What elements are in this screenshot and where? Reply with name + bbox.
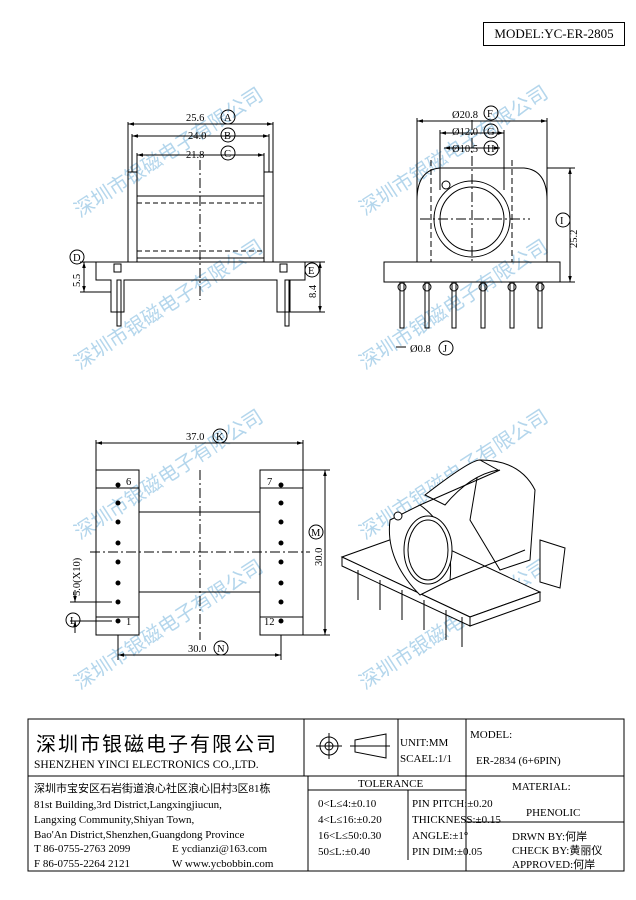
company-name-cn: 深圳市银磁电子有限公司	[36, 733, 278, 756]
address-en-3: Bao'An District,Shenzhen,Guangdong Provi…	[34, 829, 244, 841]
tolerance-2: 4<L≤16:±0.20	[318, 814, 382, 826]
dim-f-tag: F	[487, 109, 493, 120]
contact-email: E ycdianzi@163.com	[172, 843, 267, 855]
address-cn: 深圳市宝安区石岩街道浪心社区浪心旧村3区81栋	[34, 781, 271, 795]
dim-f-value: Ø20.8	[452, 110, 478, 121]
dim-d-tag: D	[73, 253, 81, 264]
dim-a-tag: A	[224, 113, 232, 124]
dim-l-tag: L	[70, 616, 76, 627]
address-en-2: Langxing Community,Shiyan Town,	[34, 814, 195, 826]
tolerance-3: 16<L≤50:0.30	[318, 830, 382, 842]
bottom-pins-left	[115, 482, 121, 624]
pin-1-label: 1	[126, 617, 131, 628]
model-field-label: MODEL:	[470, 729, 512, 741]
tolerance-title: TOLERANCE	[358, 778, 423, 790]
address-en-1: 81st Building,3rd District,Langxingjiucu…	[34, 799, 222, 811]
dim-m-tag: M	[311, 528, 321, 539]
front-view	[383, 118, 575, 348]
dim-n-value: 30.0	[188, 644, 206, 655]
dim-k-tag: K	[216, 432, 224, 443]
dim-d-value: 5.5	[72, 274, 83, 287]
material-value: PHENOLIC	[526, 807, 580, 819]
dim-n-tag: N	[217, 644, 225, 655]
contact-fax: F 86-0755-2264 2121	[34, 858, 130, 870]
dim-b-tag: B	[224, 131, 231, 142]
dim-e-tag: E	[308, 266, 314, 277]
side-view	[80, 122, 325, 327]
watermark-3: 深圳市银磁电子有限公司	[70, 235, 267, 374]
tolerance-4: 50≤L:±0.40	[318, 846, 371, 858]
pin-spec-1: PIN PITCH:±0.20	[412, 798, 493, 810]
pin-spec-3: ANGLE:±1°	[412, 830, 468, 842]
dim-i-tag: I	[560, 216, 564, 227]
dim-a-value: 25.6	[186, 113, 204, 124]
drawn-by: DRWN BY:何岸	[512, 830, 587, 843]
dim-g-tag: G	[487, 127, 495, 138]
dim-h-tag: H	[487, 144, 495, 155]
contact-web: W www.ycbobbin.com	[172, 858, 274, 870]
dim-i-value: 25.2	[569, 230, 580, 248]
material-label: MATERIAL:	[512, 781, 571, 793]
dim-e-value: 8.4	[308, 284, 319, 298]
bottom-pins-right	[278, 482, 284, 624]
watermark-7: 深圳市银磁电子有限公司	[70, 555, 267, 694]
dim-l-value: 5.0(X10)	[72, 557, 83, 596]
iso-pins	[357, 570, 463, 647]
model-label: MODEL:YC-ER-2805	[483, 22, 625, 46]
dim-b-value: 24.0	[188, 131, 206, 142]
dim-k-value: 37.0	[186, 432, 204, 443]
dim-j-tag: J	[443, 344, 447, 355]
isometric-view	[340, 459, 566, 647]
bottom-view	[70, 440, 330, 660]
unit-label: UNIT:MM	[400, 737, 449, 749]
approved-by: APPROVED:何岸	[512, 858, 595, 871]
title-block-text: 深圳市银磁电子有限公司 SHENZHEN YINCI ELECTRONICS C…	[34, 729, 602, 871]
dim-h-value: Ø10.5	[452, 144, 478, 155]
pin-12-label: 12	[264, 617, 275, 628]
watermark-1: 深圳市银磁电子有限公司	[70, 83, 267, 222]
side-view-labels: 25.6 A 24.0 B 21.8 C D 5.5 E 8.4	[69, 109, 320, 298]
company-name-en: SHENZHEN YINCI ELECTRONICS CO.,LTD.	[34, 759, 259, 771]
scale-label: SCAEL:1/1	[400, 753, 452, 765]
front-view-labels: Ø20.8 F Ø12.0 G Ø10.5 H I 25.2 Ø0.8 J	[410, 105, 580, 356]
dim-m-value: 30.0	[314, 548, 325, 566]
model-field-value: ER-2834 (6+6PIN)	[476, 755, 561, 767]
pin-7-label: 7	[267, 477, 272, 488]
pin-spec-2: THICKNESS:±0.15	[412, 814, 501, 826]
bottom-view-labels: 37.0 K M 30.0 30.0 N L 5.0(X10) 6 7 1 12	[65, 428, 325, 656]
watermark-4: 深圳市银磁电子有限公司	[355, 235, 552, 374]
contact-tel: T 86-0755-2763 2099	[34, 843, 131, 855]
pin-spec-4: PIN DIM:±0.05	[412, 846, 483, 858]
dim-c-tag: C	[224, 149, 231, 160]
dim-c-value: 21.8	[186, 150, 204, 161]
dim-j-value: Ø0.8	[410, 344, 431, 355]
dim-g-value: Ø12.0	[452, 127, 478, 138]
title-block-frame	[27, 718, 625, 872]
watermark-5: 深圳市银磁电子有限公司	[70, 405, 267, 544]
tolerance-1: 0<L≤4:±0.10	[318, 798, 377, 810]
front-pins	[397, 281, 545, 329]
checked-by: CHECK BY:黄丽仪	[512, 843, 602, 857]
pin-6-label: 6	[126, 477, 131, 488]
